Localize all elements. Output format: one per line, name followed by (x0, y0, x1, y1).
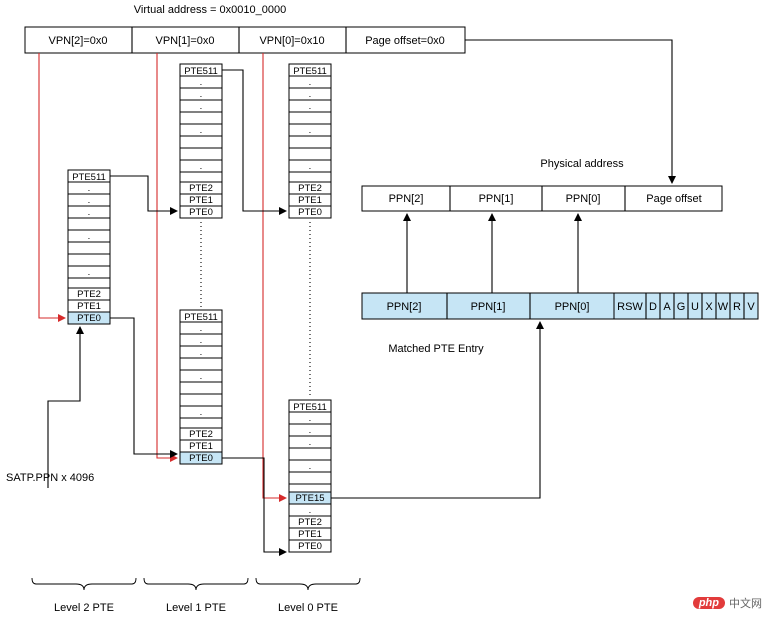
pte2-label: PTE2 (298, 517, 322, 528)
pte-rsw-field: RSW (617, 301, 643, 313)
pte2-label: PTE2 (189, 183, 213, 194)
pte15-label: PTE15 (295, 493, 324, 504)
pte0-label: PTE0 (189, 453, 213, 464)
dot-label: . (200, 77, 203, 88)
dot-label: . (309, 437, 312, 448)
pte1-label: PTE1 (298, 529, 322, 540)
level1-brace (143, 577, 249, 591)
level0-label: Level 0 PTE (278, 602, 338, 614)
dot-label: . (200, 323, 203, 334)
pte-r-bit: R (733, 301, 741, 313)
pte511-label: PTE511 (72, 172, 106, 183)
physical-address-bar: PPN[2] PPN[1] PPN[0] Page offset (361, 185, 723, 212)
page-offset-field: Page offset=0x0 (365, 35, 445, 47)
pte-ppn1-field: PPN[1] (471, 301, 506, 313)
dot-label: . (309, 161, 312, 172)
ppn1-field: PPN[1] (479, 193, 514, 205)
level1-table-lower: PTE511 . . . . . PTE2 PTE1 PTE0 (179, 309, 223, 465)
dot-label: . (200, 335, 203, 346)
level2-page-table: PTE511 . . . . . PTE2 PTE1 PTE0 (67, 169, 111, 325)
watermark-text: 中文网 (729, 598, 762, 610)
level0-table-lower: PTE511 . . . . PTE15 . PTE2 PTE1 PTE0 (288, 399, 332, 553)
level1-table-upper: PTE511 . . . . . PTE2 PTE1 PTE0 (179, 63, 223, 219)
dot-label: . (309, 125, 312, 136)
pte1-label: PTE1 (189, 195, 213, 206)
pte-d-bit: D (649, 301, 657, 313)
pte-g-bit: G (677, 301, 686, 313)
pte-ppn2-field: PPN[2] (387, 301, 422, 313)
pte-w-bit: W (718, 301, 729, 313)
pte0-label: PTE0 (77, 313, 101, 324)
level0-brace (255, 577, 361, 591)
matched-pte-entry-label: Matched PTE Entry (388, 343, 484, 355)
dot-label: . (309, 425, 312, 436)
pte2-label: PTE2 (298, 183, 322, 194)
pte-u-bit: U (691, 301, 699, 313)
pte1-label: PTE1 (77, 301, 101, 312)
pte2-label: PTE2 (189, 429, 213, 440)
dot-label: . (88, 195, 91, 206)
vpn0-index-arrow (262, 53, 287, 502)
level1-pte0-pointer (222, 457, 287, 556)
physical-address-label: Physical address (540, 158, 624, 170)
pte0-label: PTE0 (298, 207, 322, 218)
satp-label: SATP.PPN x 4096 (6, 472, 94, 484)
level2-pte511-pointer (110, 175, 178, 215)
matched-pte-entry-bar: PPN[2] PPN[1] PPN[0] RSW D A G U X W R V (361, 292, 759, 320)
vpn2-field: VPN[2]=0x0 (48, 35, 107, 47)
level2-brace (31, 577, 137, 591)
watermark: php 中文网 (692, 595, 762, 611)
level0-table-upper: PTE511 . . . . . PTE2 PTE1 PTE0 (288, 63, 332, 219)
dot-label: . (200, 407, 203, 418)
dot-label: . (309, 89, 312, 100)
watermark-logo: php (692, 597, 725, 609)
pte511-label: PTE511 (293, 66, 327, 77)
pte511-label: PTE511 (184, 312, 218, 323)
ppn2-field: PPN[2] (389, 193, 424, 205)
dot-label: . (309, 101, 312, 112)
virtual-address-bar: VPN[2]=0x0 VPN[1]=0x0 VPN[0]=0x10 Page o… (24, 26, 466, 54)
dot-label: . (200, 125, 203, 136)
dot-label: . (88, 231, 91, 242)
vpn1-index-arrow (156, 53, 178, 462)
dot-label: . (200, 89, 203, 100)
dot-label: . (309, 461, 312, 472)
dot-label: . (309, 413, 312, 424)
pte15-to-entry-arrow (331, 321, 544, 499)
pte2-label: PTE2 (77, 289, 101, 300)
vpn2-index-arrow (38, 53, 66, 322)
pte1-label: PTE1 (298, 195, 322, 206)
level2-pte0-pointer (110, 317, 178, 458)
level2-label: Level 2 PTE (54, 602, 114, 614)
dot-label: . (309, 77, 312, 88)
pte511-label: PTE511 (293, 402, 327, 413)
virtual-address-title: Virtual address = 0x0010_0000 (134, 4, 286, 16)
dot-label: . (200, 101, 203, 112)
satp-arrow (47, 326, 84, 488)
ppn0-field: PPN[0] (566, 193, 601, 205)
vpn1-field: VPN[1]=0x0 (155, 35, 214, 47)
dot-label: . (200, 347, 203, 358)
dot-label: . (88, 183, 91, 194)
page-offset-arrow (465, 39, 676, 184)
dot-label: . (88, 207, 91, 218)
dot-label: . (88, 267, 91, 278)
dot-label: . (309, 505, 312, 516)
pte511-label: PTE511 (184, 66, 218, 77)
pte-ppn0-field: PPN[0] (555, 301, 590, 313)
pte-a-bit: A (663, 301, 671, 313)
dot-label: . (200, 371, 203, 382)
pte0-label: PTE0 (298, 541, 322, 552)
dot-label: . (200, 161, 203, 172)
pte1-label: PTE1 (189, 441, 213, 452)
level1-pte511-pointer (222, 69, 287, 215)
level1-label: Level 1 PTE (166, 602, 226, 614)
pte-v-bit: V (747, 301, 755, 313)
phys-page-offset-field: Page offset (646, 193, 701, 205)
pte-x-bit: X (705, 301, 713, 313)
vpn0-field: VPN[0]=0x10 (259, 35, 324, 47)
pte0-label: PTE0 (189, 207, 213, 218)
